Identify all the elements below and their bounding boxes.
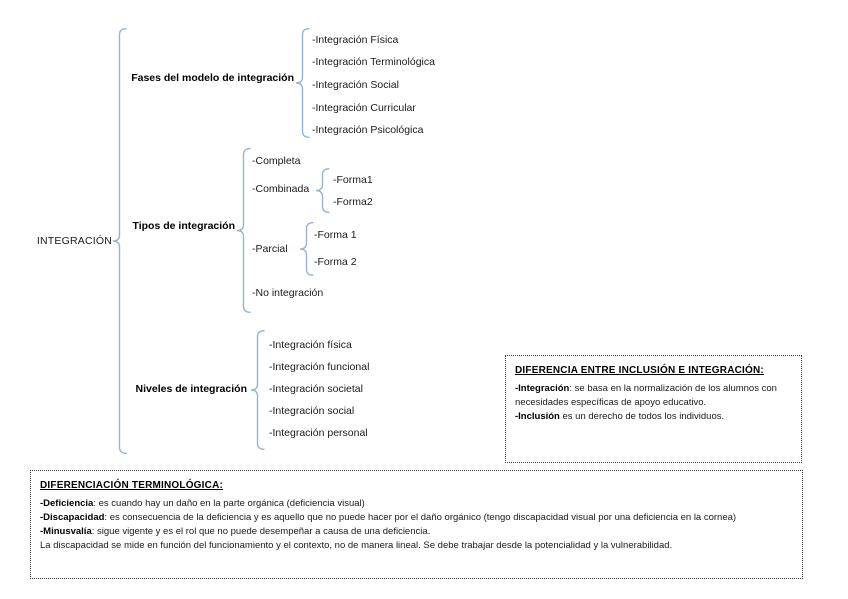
terminology-term-discapacidad: -Discapacidad	[40, 512, 105, 523]
inclusion-term-integracion: -Integración	[515, 383, 570, 394]
tipos-brace	[236, 148, 251, 313]
root-node-integracion: INTEGRACIÓN	[36, 234, 112, 247]
inclusion-note-title: DIFERENCIA ENTRE INCLUSIÓN E INTEGRACIÓN…	[515, 365, 764, 376]
node-nivel-fisica: -Integración física	[269, 338, 352, 351]
node-nivel-funcional: -Integración funcional	[269, 360, 370, 373]
node-integracion-curricular: -Integración Curricular	[312, 101, 416, 114]
terminology-text-minusvalia: : sigue vigente y es el rol que no puede…	[91, 526, 431, 537]
node-combinada-forma1: -Forma1	[333, 173, 373, 186]
inclusion-note-entry-inclusion: -Inclusión es un derecho de todos los in…	[515, 410, 792, 424]
terminology-term-deficiencia: -Deficiencia	[40, 498, 94, 509]
node-parcial-forma1: -Forma 1	[314, 228, 357, 241]
inclusion-term-inclusion: -Inclusión	[515, 411, 560, 422]
node-combinada: -Combinada	[252, 182, 310, 195]
terminology-note-title: DIFERENCIACIÓN TERMINOLÓGICA:	[40, 480, 224, 491]
node-nivel-social: -Integración social	[269, 404, 355, 417]
terminology-term-minusvalia: -Minusvalía	[40, 526, 92, 537]
branch-label-fases: Fases del modelo de integración	[131, 71, 294, 84]
inclusion-text-integracion: : se basa en la normalización de los alu…	[515, 383, 777, 408]
node-integracion-psicologica: -Integración Psicológica	[312, 123, 424, 136]
branch-label-tipos: Tipos de integración	[132, 219, 236, 232]
niveles-brace	[250, 330, 265, 450]
terminology-entry-deficiencia: -Deficiencia: es cuando hay un daño en l…	[40, 497, 793, 511]
node-nivel-societal: -Integración societal	[269, 382, 363, 395]
combinada-brace	[315, 168, 330, 213]
terminology-note: DIFERENCIACIÓN TERMINOLÓGICA: -Deficienc…	[30, 470, 803, 579]
terminology-text-discapacidad: : es consecuencia de la deficiencia y es…	[104, 512, 737, 523]
terminology-text-deficiencia: : es cuando hay un daño en la parte orgá…	[93, 498, 365, 509]
inclusion-text-inclusion: es un derecho de todos los individuos.	[559, 411, 725, 422]
parcial-brace	[299, 222, 314, 276]
terminology-footnote: La discapacidad se mide en función del f…	[40, 540, 673, 551]
node-parcial: -Parcial	[252, 242, 288, 255]
node-completa: -Completa	[252, 154, 301, 167]
terminology-entry-minusvalia: -Minusvalía: sigue vigente y es el rol q…	[40, 525, 793, 539]
branch-label-niveles: Niveles de integración	[135, 382, 247, 395]
node-no-integracion: -No integración	[252, 286, 324, 299]
fases-brace	[295, 28, 310, 138]
node-parcial-forma2: -Forma 2	[314, 255, 357, 268]
node-combinada-forma2: -Forma2	[333, 195, 373, 208]
node-integracion-terminologica: -Integración Terminológica	[312, 55, 435, 68]
node-nivel-personal: -Integración personal	[269, 426, 368, 439]
node-integracion-fisica: -Integración Física	[312, 33, 399, 46]
inclusion-difference-note: DIFERENCIA ENTRE INCLUSIÓN E INTEGRACIÓN…	[505, 355, 802, 463]
main-brace	[112, 28, 127, 454]
node-integracion-social-fase: -Integración Social	[312, 78, 399, 91]
inclusion-note-entry-integracion: -Integración: se basa en la normalizació…	[515, 382, 792, 410]
terminology-entry-discapacidad: -Discapacidad: es consecuencia de la def…	[40, 511, 793, 525]
